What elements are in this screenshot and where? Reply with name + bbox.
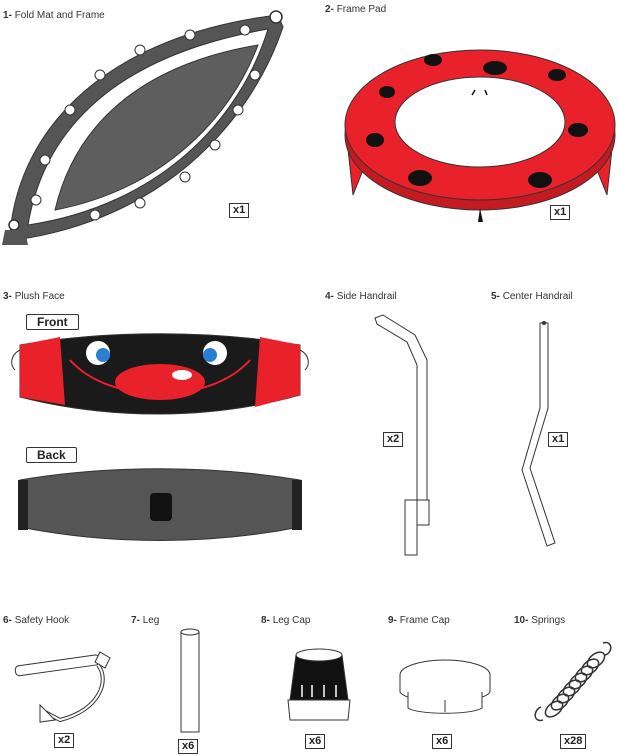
part-8-number: 8- [261, 615, 270, 626]
part-4-name: Side Handrail [336, 291, 397, 302]
part-2-name: Frame Pad [336, 4, 387, 15]
part-7-name: Leg [142, 615, 160, 626]
part-5-number: 5- [491, 291, 500, 302]
part-6-name: Safety Hook [14, 615, 70, 626]
part-2-label: 2- Frame Pad [325, 4, 386, 15]
part-6-number: 6- [3, 615, 12, 626]
part-4-label: 4- Side Handrail [325, 291, 397, 302]
leg-cap-illustration [287, 648, 351, 721]
part-6-label: 6- Safety Hook [3, 615, 69, 626]
plush-face-back-illustration [18, 468, 302, 541]
part-8-quantity: x6 [305, 734, 326, 749]
frame-cap-illustration [399, 659, 491, 714]
part-1-quantity: x1 [229, 203, 250, 218]
part-5-label: 5- Center Handrail [491, 291, 573, 302]
part-9-name: Frame Cap [399, 615, 450, 626]
part-7-quantity: x6 [178, 739, 199, 754]
frame-pad-illustration [344, 49, 616, 222]
part-2-number: 2- [325, 4, 334, 15]
plush-face-front-tag: Front [26, 314, 79, 330]
part-10-quantity: x28 [560, 734, 587, 749]
part-8-label: 8- Leg Cap [261, 615, 311, 626]
part-7-label: 7- Leg [131, 615, 159, 626]
side-handrail-illustration [374, 314, 430, 556]
springs-illustration [534, 641, 612, 722]
part-7-number: 7- [131, 615, 140, 626]
part-9-number: 9- [388, 615, 397, 626]
part-6-quantity: x2 [54, 733, 75, 748]
part-1-name: Fold Mat and Frame [14, 10, 105, 21]
part-2-quantity: x1 [550, 205, 571, 220]
part-10-name: Springs [531, 615, 566, 626]
part-1-number: 1- [3, 10, 12, 21]
leg-illustration [180, 628, 200, 733]
part-3-number: 3- [3, 291, 12, 302]
part-3-name: Plush Face [14, 291, 65, 302]
part-8-name: Leg Cap [272, 615, 311, 626]
part-5-quantity: x1 [548, 432, 569, 447]
part-9-label: 9- Frame Cap [388, 615, 450, 626]
part-10-number: 10- [514, 615, 529, 626]
safety-hook-illustration [14, 651, 111, 723]
part-10-label: 10- Springs [514, 615, 565, 626]
fold-mat-and-frame-illustration [2, 10, 284, 245]
part-4-number: 4- [325, 291, 334, 302]
part-9-quantity: x6 [432, 734, 453, 749]
plush-face-back-tag: Back [26, 447, 77, 463]
center-handrail-illustration [521, 321, 556, 547]
part-5-name: Center Handrail [502, 291, 573, 302]
part-3-label: 3- Plush Face [3, 291, 65, 302]
part-4-quantity: x2 [383, 432, 404, 447]
part-1-label: 1- Fold Mat and Frame [3, 10, 105, 21]
plush-face-front-illustration [11, 333, 309, 415]
